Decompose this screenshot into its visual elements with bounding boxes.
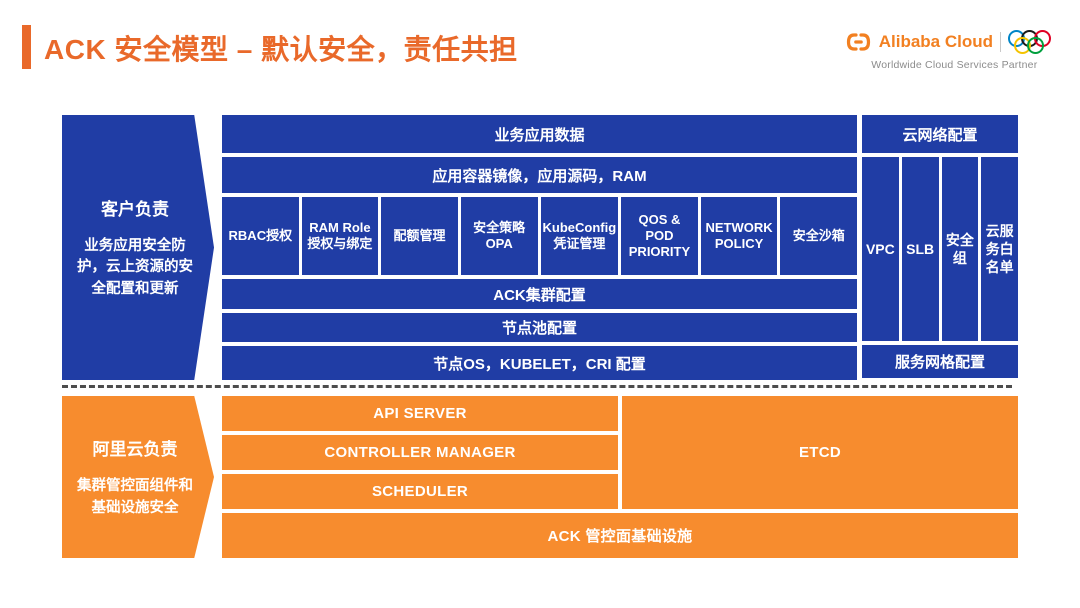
title-accent-bar: [22, 25, 31, 69]
layer-business-app-data: 业务应用数据: [222, 115, 857, 153]
provider-responsibility-arrow: 阿里云负责 集群管控面组件和基础设施安全: [62, 396, 214, 558]
customer-arrow-title: 客户负责: [101, 200, 169, 220]
cell-kubeconfig: KubeConfig 凭证管理: [540, 197, 619, 275]
network-columns: VPC SLB 安全组 云服务白名单: [862, 157, 1018, 341]
control-plane-top: API SERVER CONTROLLER MANAGER SCHEDULER …: [222, 396, 1018, 509]
component-scheduler: SCHEDULER: [222, 474, 618, 509]
cell-network-policy: NETWORK POLICY: [700, 197, 778, 275]
logo-tagline: Worldwide Cloud Services Partner: [871, 59, 1038, 71]
col-slb: SLB: [901, 157, 939, 341]
layer-ack-control-plane-infra: ACK 管控面基础设施: [222, 513, 1018, 558]
alibaba-cloud-logo: Alibaba Cloud Worldwide Cloud Services P…: [845, 28, 1064, 71]
olympic-rings-icon: [1008, 28, 1064, 56]
layer-container-images-ram: 应用容器镜像，应用源码，RAM: [222, 157, 857, 193]
logo-row: Alibaba Cloud: [845, 28, 1064, 56]
layer-service-mesh-config: 服务网格配置: [862, 345, 1018, 378]
cloud-network-stack: 云网络配置 VPC SLB 安全组 云服务白名单 服务网格配置: [862, 115, 1018, 378]
layer-ack-cluster-config: ACK集群配置: [222, 279, 857, 309]
provider-arrow-title: 阿里云负责: [92, 440, 178, 460]
security-config-matrix: RBAC授权 RAM Role 授权与绑定 配额管理 安全策略 OPA Kube…: [222, 197, 858, 275]
cell-quota: 配额管理: [381, 197, 458, 275]
component-controller-manager: CONTROLLER MANAGER: [222, 435, 618, 470]
alibaba-cloud-brackets-icon: [846, 33, 870, 51]
logo-divider: [1000, 32, 1001, 52]
component-etcd: ETCD: [622, 396, 1018, 509]
layer-cloud-network-config: 云网络配置: [862, 115, 1018, 153]
layer-nodepool-config: 节点池配置: [222, 313, 857, 342]
cell-qos-pod-priority: QOS & POD PRIORITY: [621, 197, 698, 275]
customer-arrow-description: 业务应用安全防护，云上资源的安全配置和更新: [77, 238, 193, 297]
cell-sandbox: 安全沙箱: [780, 197, 858, 275]
cell-rbac: RBAC授权: [222, 197, 299, 275]
col-service-whitelist: 云服务白名单: [981, 157, 1018, 341]
col-security-group: 安全组: [941, 157, 979, 341]
provider-arrow-description: 集群管控面组件和基础设施安全: [77, 478, 193, 516]
customer-layers-stack: 业务应用数据 应用容器镜像，应用源码，RAM RBAC授权 RAM Role 授…: [222, 115, 858, 380]
component-api-server: API SERVER: [222, 396, 618, 431]
page-title: ACK 安全模型 – 默认安全，责任共担: [44, 34, 518, 65]
control-plane-grid: API SERVER CONTROLLER MANAGER SCHEDULER …: [222, 396, 1018, 558]
cell-opa: 安全策略 OPA: [460, 197, 538, 275]
ring-green: [1027, 37, 1044, 54]
responsibility-divider: [62, 385, 1012, 388]
cell-ram-role: RAM Role 授权与绑定: [301, 197, 379, 275]
control-plane-components: API SERVER CONTROLLER MANAGER SCHEDULER: [222, 396, 618, 509]
col-vpc: VPC: [862, 157, 899, 341]
layer-node-os-kubelet-cri: 节点OS，KUBELET，CRI 配置: [222, 346, 857, 380]
logo-brand-text: Alibaba Cloud: [878, 32, 993, 51]
customer-responsibility-arrow: 客户负责 业务应用安全防护，云上资源的安全配置和更新: [62, 115, 214, 380]
